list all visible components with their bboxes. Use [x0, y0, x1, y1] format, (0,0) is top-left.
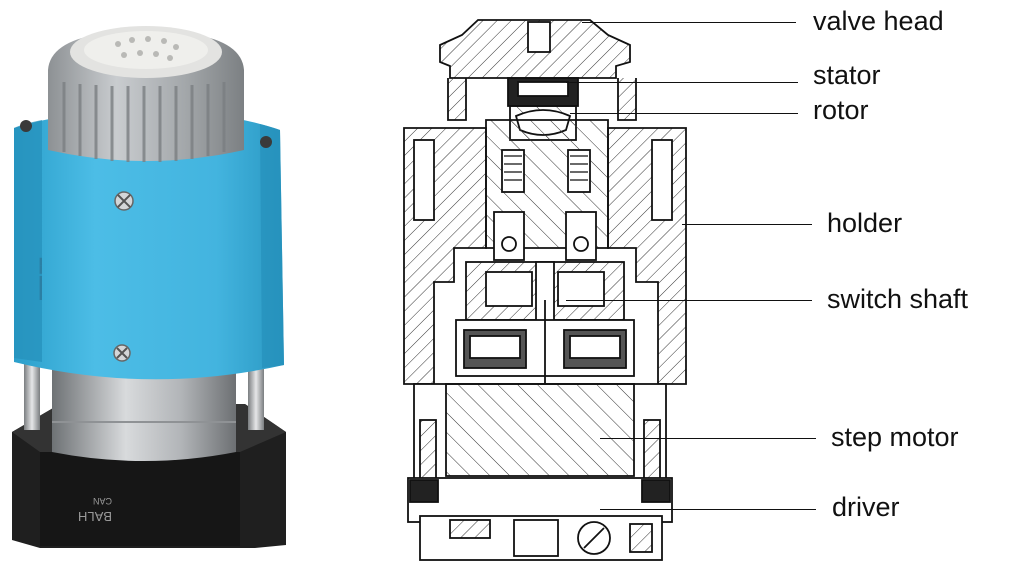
leader-stator: [566, 82, 798, 83]
cross-section: [403, 19, 687, 561]
embossed-line-1: BALH: [78, 509, 112, 524]
label-holder: holder: [827, 208, 903, 238]
leader-rotor: [570, 113, 798, 114]
svg-text:▬▬▬ ▬▬: ▬▬▬ ▬▬: [35, 258, 44, 300]
embossed-text: BALH CAN: [78, 496, 112, 524]
leader-driver: [600, 509, 816, 510]
leader-valve-head: [582, 22, 796, 23]
leader-holder: [682, 224, 812, 225]
driver-section: [407, 477, 673, 523]
label-driver: driver: [832, 492, 900, 522]
blue-holder: [14, 111, 284, 380]
label-rotor: rotor: [813, 95, 869, 125]
leader-switch-shaft: [566, 300, 812, 301]
valve-photo: BALH CAN ▬▬▬ ▬▬: [12, 26, 286, 548]
label-valve-head: valve head: [813, 6, 944, 36]
label-step-motor: step motor: [831, 422, 959, 452]
label-switch-shaft: switch shaft: [827, 284, 969, 314]
leader-step-motor: [600, 438, 816, 439]
label-stator: stator: [813, 60, 881, 90]
embossed-line-2: CAN: [93, 496, 112, 506]
motor-can: [52, 360, 236, 461]
